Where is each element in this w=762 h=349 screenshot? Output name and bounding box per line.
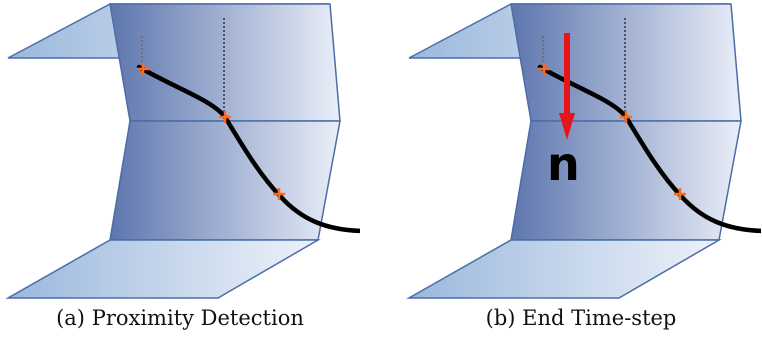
lower-wall (109, 120, 341, 241)
normal-label: n (547, 137, 580, 191)
caption-b: (b) End Time-step (401, 306, 761, 330)
caption-label: (b) (485, 306, 516, 330)
bottom-shelf (406, 239, 722, 299)
contact-marker (538, 63, 550, 75)
caption-text: End Time-step (522, 306, 677, 330)
lower-wall (510, 120, 742, 241)
contact-marker (674, 188, 686, 200)
panel-proximity-detection (0, 0, 360, 300)
upper-wall (510, 3, 742, 122)
surface-diagram-b: n (406, 3, 761, 299)
contact-marker (620, 111, 632, 123)
normal-arrow (559, 33, 575, 140)
caption-a: (a) Proximity Detection (0, 306, 360, 330)
fiber-curve (537, 64, 761, 234)
contact-marker (137, 63, 149, 75)
contact-marker (273, 188, 285, 200)
upper-wall (109, 3, 341, 122)
fiber-curve (136, 64, 360, 234)
caption-text: Proximity Detection (91, 306, 304, 330)
contact-marker (219, 111, 231, 123)
caption-label: (a) (56, 306, 85, 330)
panel-end-time-step: n (401, 0, 761, 300)
surface-diagram-a (5, 3, 360, 299)
bottom-shelf (5, 239, 321, 299)
